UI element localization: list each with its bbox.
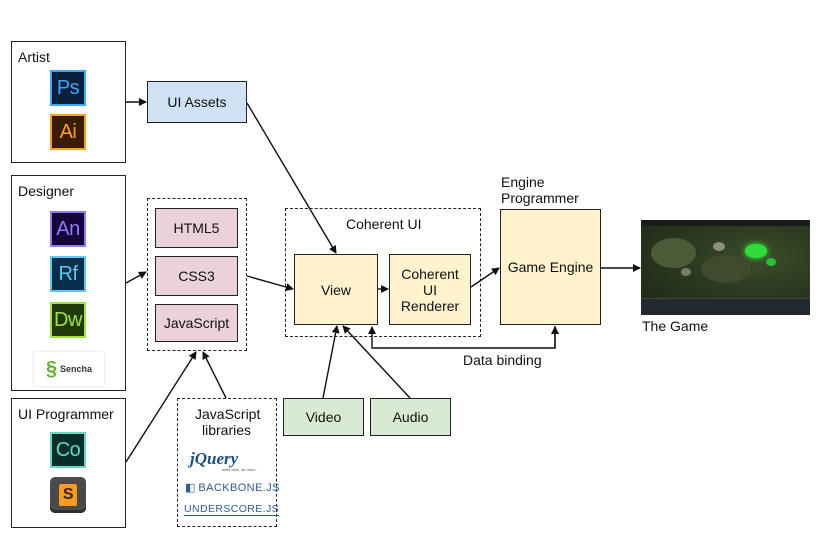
arrow-libraries-to-javascript (202, 351, 227, 399)
game-unit (713, 242, 725, 251)
view-box: View (294, 254, 378, 325)
js-libraries-label-line2: libraries (202, 422, 252, 438)
arrow-designer-to-web-stack (125, 271, 147, 284)
js-libraries-label-line1: JavaScript (195, 406, 261, 422)
backbone-logo: ◧BACKBONE.JS (185, 478, 280, 496)
game-bottom-hud (641, 298, 810, 315)
sencha-mark-icon: § (45, 357, 58, 380)
coherent-ui-group (285, 208, 481, 337)
jquery-logo: jQuery (190, 449, 238, 469)
coherent-ui-renderer-box: Coherent UI Renderer (389, 254, 471, 325)
game-screenshot (641, 220, 810, 315)
sublime-text-icon: S (50, 477, 86, 513)
game-engine-box: Game Engine (500, 209, 601, 325)
video-box: Video (283, 398, 364, 436)
engine-programmer-label-line2: Programmer (501, 190, 579, 206)
the-game-label: The Game (642, 318, 709, 334)
game-terrain-patch (701, 255, 751, 283)
game-unit (766, 258, 776, 266)
illustrator-icon: Ai (50, 114, 86, 150)
dreamweaver-icon: Dw (50, 302, 86, 338)
arrow-ui-assets-to-view (246, 102, 337, 254)
data-binding-label: Data binding (463, 352, 542, 368)
audio-box: Audio (370, 398, 451, 436)
engine-programmer-label-line1: Engine (501, 174, 545, 190)
arrow-video-to-view (322, 325, 340, 399)
html5-box: HTML5 (155, 208, 238, 248)
photoshop-icon: Ps (50, 70, 86, 106)
arrow-data-binding-to-view (368, 326, 556, 349)
game-terrain-patch (651, 238, 696, 268)
js-libraries-group (177, 398, 277, 527)
game-top-hud (641, 220, 810, 226)
animate-icon: An (50, 211, 86, 247)
javascript-box: JavaScript (155, 304, 238, 342)
backbone-mark-icon: ◧ (185, 482, 196, 494)
jquery-tagline: write less, do more. (222, 467, 257, 472)
underscore-logo: UNDERSCORE.JS (184, 503, 280, 516)
reflow-icon: Rf (50, 256, 86, 292)
designer-label: Designer (18, 183, 75, 199)
renderer-label-line1: Coherent (401, 265, 459, 282)
sencha-logo: § Sencha (34, 352, 104, 386)
arrow-web-stack-to-view (246, 275, 294, 291)
ui-programmer-label: UI Programmer (18, 406, 114, 422)
sencha-wordmark: Sencha (60, 364, 93, 374)
artist-label: Artist (18, 49, 50, 65)
arrow-audio-to-view (342, 325, 411, 399)
sublime-s-glyph: S (59, 484, 77, 506)
code-editor-icon: Co (50, 432, 86, 468)
renderer-label-line3: Renderer (400, 297, 460, 314)
backbone-wordmark: BACKBONE.JS (198, 482, 280, 494)
css3-box: CSS3 (155, 256, 238, 296)
arrow-ui-programmer-to-javascript (125, 351, 197, 463)
ui-assets-box: UI Assets (147, 81, 247, 123)
renderer-label-line2: UI (423, 281, 437, 298)
arrow-renderer-to-game-engine (470, 267, 500, 288)
coherent-ui-label: Coherent UI (346, 216, 422, 232)
jquery-wordmark: jQuery (190, 449, 239, 468)
game-unit (681, 268, 691, 276)
game-unit-highlight (745, 244, 767, 258)
web-stack-group (147, 198, 247, 351)
